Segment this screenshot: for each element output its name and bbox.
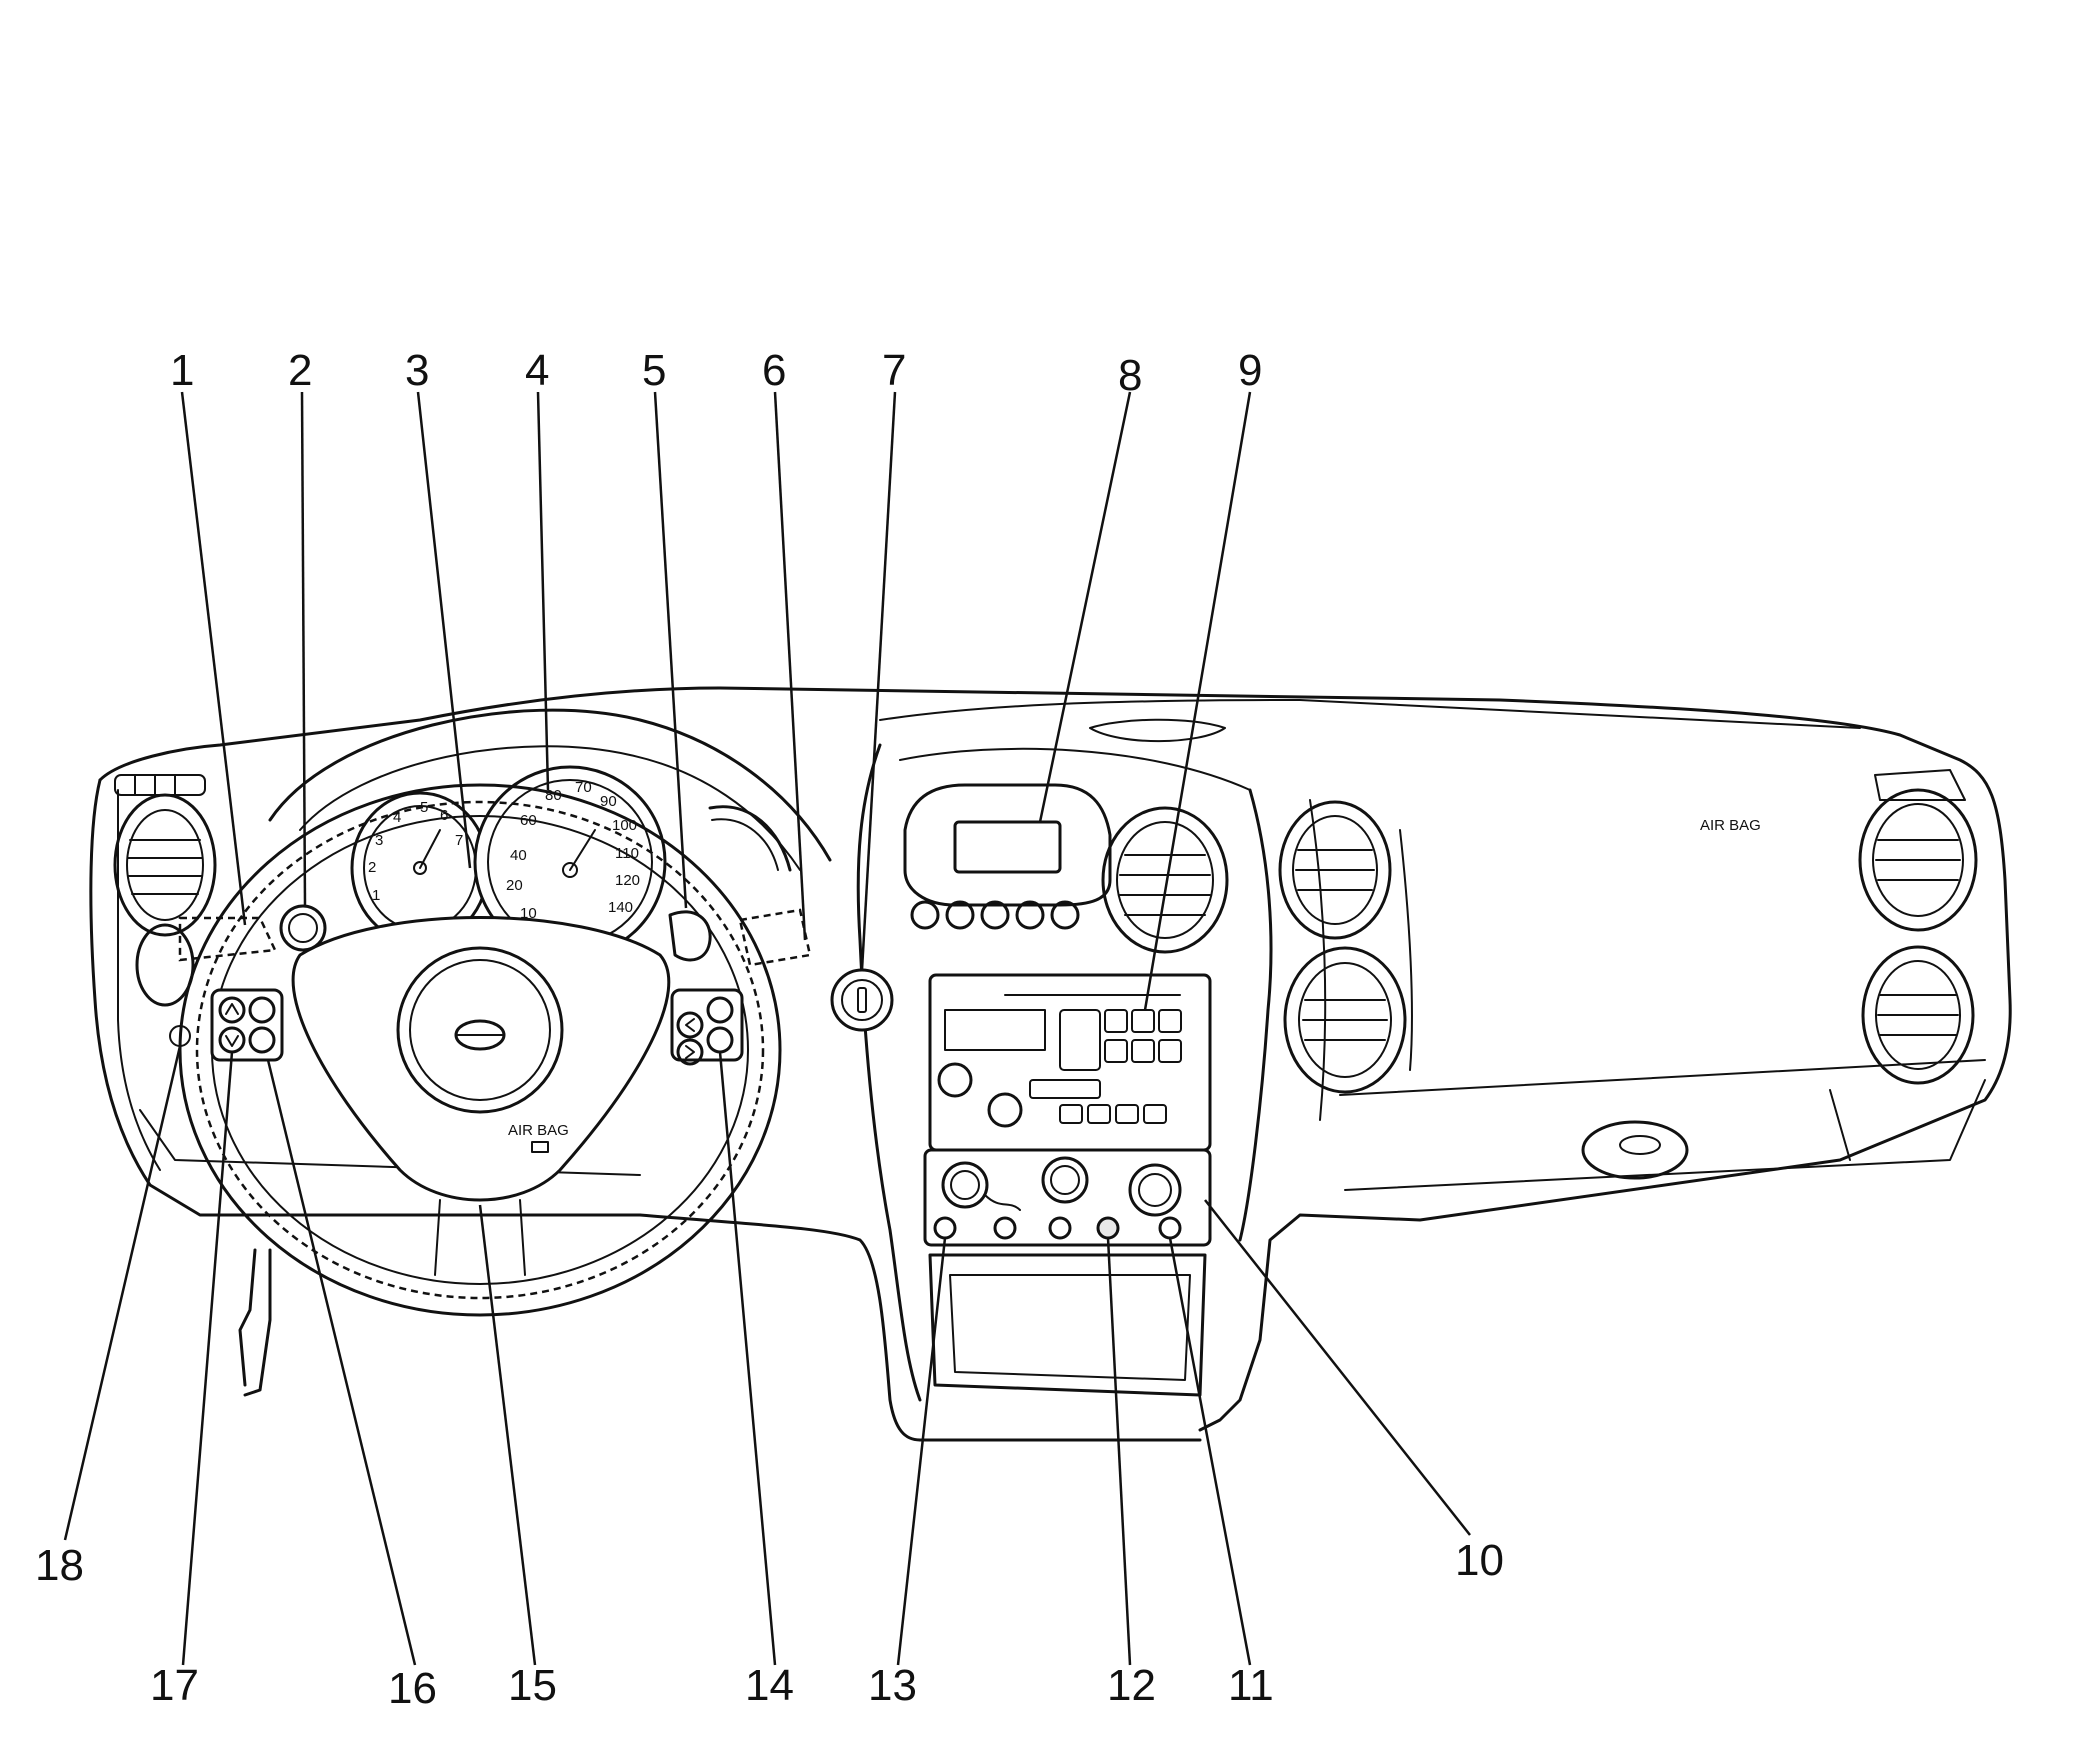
tach-tick: 2: [368, 859, 376, 876]
left-switch-bank: [178, 916, 277, 962]
left-outer-vent: [113, 774, 217, 1007]
callout-4: 4: [525, 346, 549, 395]
callout-11: 11: [1228, 1661, 1274, 1710]
callout-6: 6: [762, 346, 786, 395]
wiper-switch: [668, 910, 712, 962]
console-storage-bin: [928, 1253, 1207, 1397]
steering-column-lever: [238, 1248, 257, 1387]
headlamp-switch: [279, 904, 327, 952]
speedo-tick: 20: [506, 877, 523, 894]
callout-15: 15: [508, 1661, 557, 1710]
speedo-tick: 100: [612, 817, 637, 834]
callout-3: 3: [405, 346, 429, 395]
airbag-wheel-label: AIR BAG: [508, 1122, 569, 1139]
callout-10: 10: [1455, 1536, 1504, 1585]
speedo-tick: 70: [575, 779, 592, 796]
leader-lines: [63, 391, 1471, 1666]
speedo-tick: 140: [608, 899, 633, 916]
callout-12: 12: [1107, 1661, 1156, 1710]
driver-information-display: [903, 783, 1112, 930]
callout-numbers: 1 2 3 4 5 6 7 8 9 10 11 12 13 14 15 16 1…: [35, 346, 1504, 1713]
hvac-control-panel: [923, 1148, 1212, 1247]
callout-2: 2: [288, 346, 312, 395]
speedo-tick: 40: [510, 847, 527, 864]
right-switch-bank: [738, 908, 812, 967]
callout-16: 16: [388, 1664, 437, 1713]
speedo-tick: 90: [600, 793, 617, 810]
callout-17: 17: [150, 1661, 199, 1710]
callout-13: 13: [868, 1661, 917, 1710]
tach-tick: 7: [455, 832, 463, 849]
tach-tick: 1: [372, 887, 380, 904]
tach-tick: 5: [420, 799, 428, 816]
dashboard-outline: [89, 686, 2012, 1442]
airbag-dash-label: AIR BAG: [1700, 817, 1761, 834]
radio: [928, 973, 1212, 1152]
tach-tick: 3: [375, 832, 383, 849]
callout-5: 5: [642, 346, 666, 395]
speedo-tick: 120: [615, 872, 640, 889]
callout-9: 9: [1238, 346, 1262, 395]
center-vent: [1101, 806, 1229, 954]
ignition-switch: [830, 968, 894, 1032]
glovebox-handle: [1581, 1120, 1689, 1180]
rear-defrost-button: [1096, 1216, 1120, 1240]
tach-tick: 4: [393, 809, 401, 826]
callout-14: 14: [745, 1661, 794, 1710]
callout-1: 1: [170, 346, 194, 395]
tach-tick: 6: [440, 807, 448, 824]
right-steering-wheel-controls: [670, 988, 744, 1066]
callout-7: 7: [882, 346, 906, 395]
callout-8: 8: [1118, 351, 1142, 400]
fuel-temp-gauge: [708, 805, 792, 872]
passenger-side-vents: [1278, 769, 1978, 1094]
left-steering-wheel-controls: [210, 988, 284, 1062]
callout-18: 18: [35, 1541, 84, 1590]
